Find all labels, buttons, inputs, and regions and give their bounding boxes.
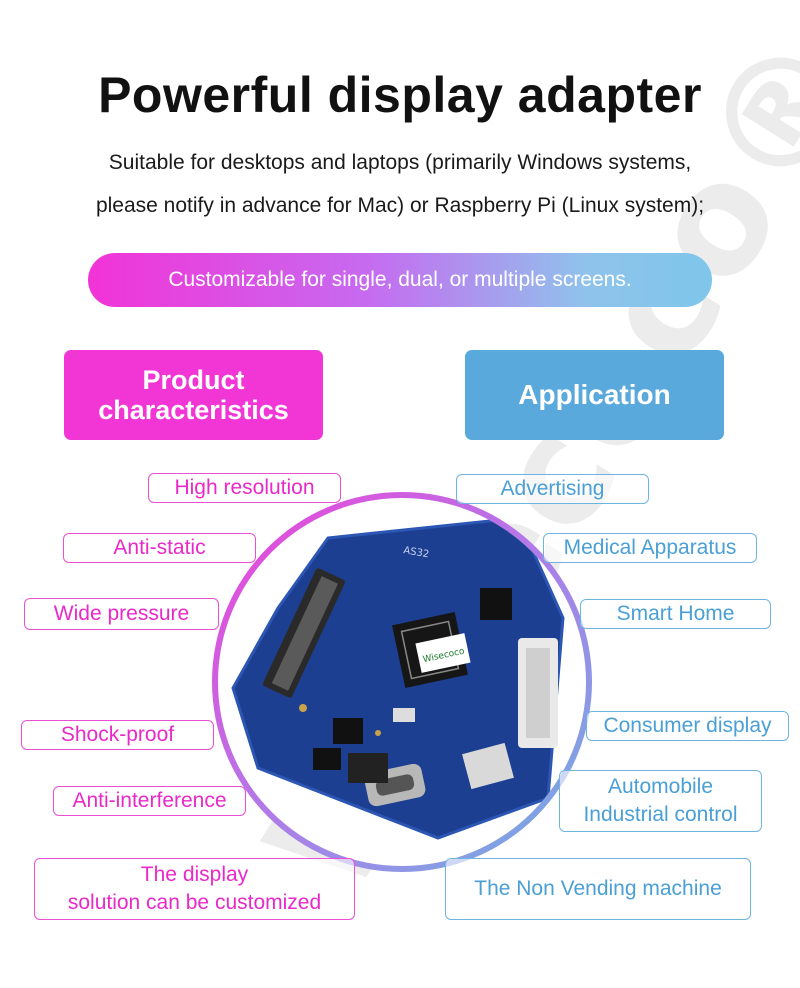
feature-tag-line-2: solution can be customized	[67, 891, 322, 914]
product-characteristics-heading: Product characteristics	[64, 350, 323, 440]
display-adapter-board-image: Wisecoco AS32	[231, 516, 565, 840]
application-tag-smart-home: Smart Home	[580, 599, 771, 629]
subtitle-line-1: Suitable for desktops and laptops (prima…	[108, 151, 692, 174]
product-heading-line-1: Product	[142, 365, 245, 395]
application-tag-advertising: Advertising	[456, 474, 649, 504]
board-circle-frame: Wisecoco AS32	[212, 492, 592, 872]
feature-tag-line-1: The display	[140, 863, 249, 886]
page-title: Powerful display adapter	[98, 67, 702, 123]
feature-tag-anti-interference: Anti-interference	[53, 786, 246, 816]
feature-tag-anti-static: Anti-static	[63, 533, 256, 563]
feature-tag-shock-proof: Shock-proof	[21, 720, 214, 750]
customizable-banner: Customizable for single, dual, or multip…	[88, 253, 712, 307]
application-tag-automobile-industrial: Automobile Industrial control	[559, 770, 762, 832]
application-tag-line-2: Industrial control	[583, 803, 738, 826]
subtitle-line-2: please notify in advance for Mac) or Ras…	[95, 194, 705, 217]
application-tag-vending-machine: The Non Vending machine	[445, 858, 751, 920]
feature-tag-customizable-solution: The display solution can be customized	[34, 858, 355, 920]
product-heading-line-2: characteristics	[98, 395, 289, 425]
application-heading: Application	[465, 350, 724, 440]
application-tag-line-1: Automobile	[607, 775, 714, 798]
feature-tag-high-resolution: High resolution	[148, 473, 341, 503]
board-silk-code: AS32	[402, 545, 429, 560]
feature-tag-wide-pressure: Wide pressure	[24, 598, 219, 630]
application-tag-consumer-display: Consumer display	[586, 711, 789, 741]
application-tag-medical-apparatus: Medical Apparatus	[543, 533, 757, 563]
